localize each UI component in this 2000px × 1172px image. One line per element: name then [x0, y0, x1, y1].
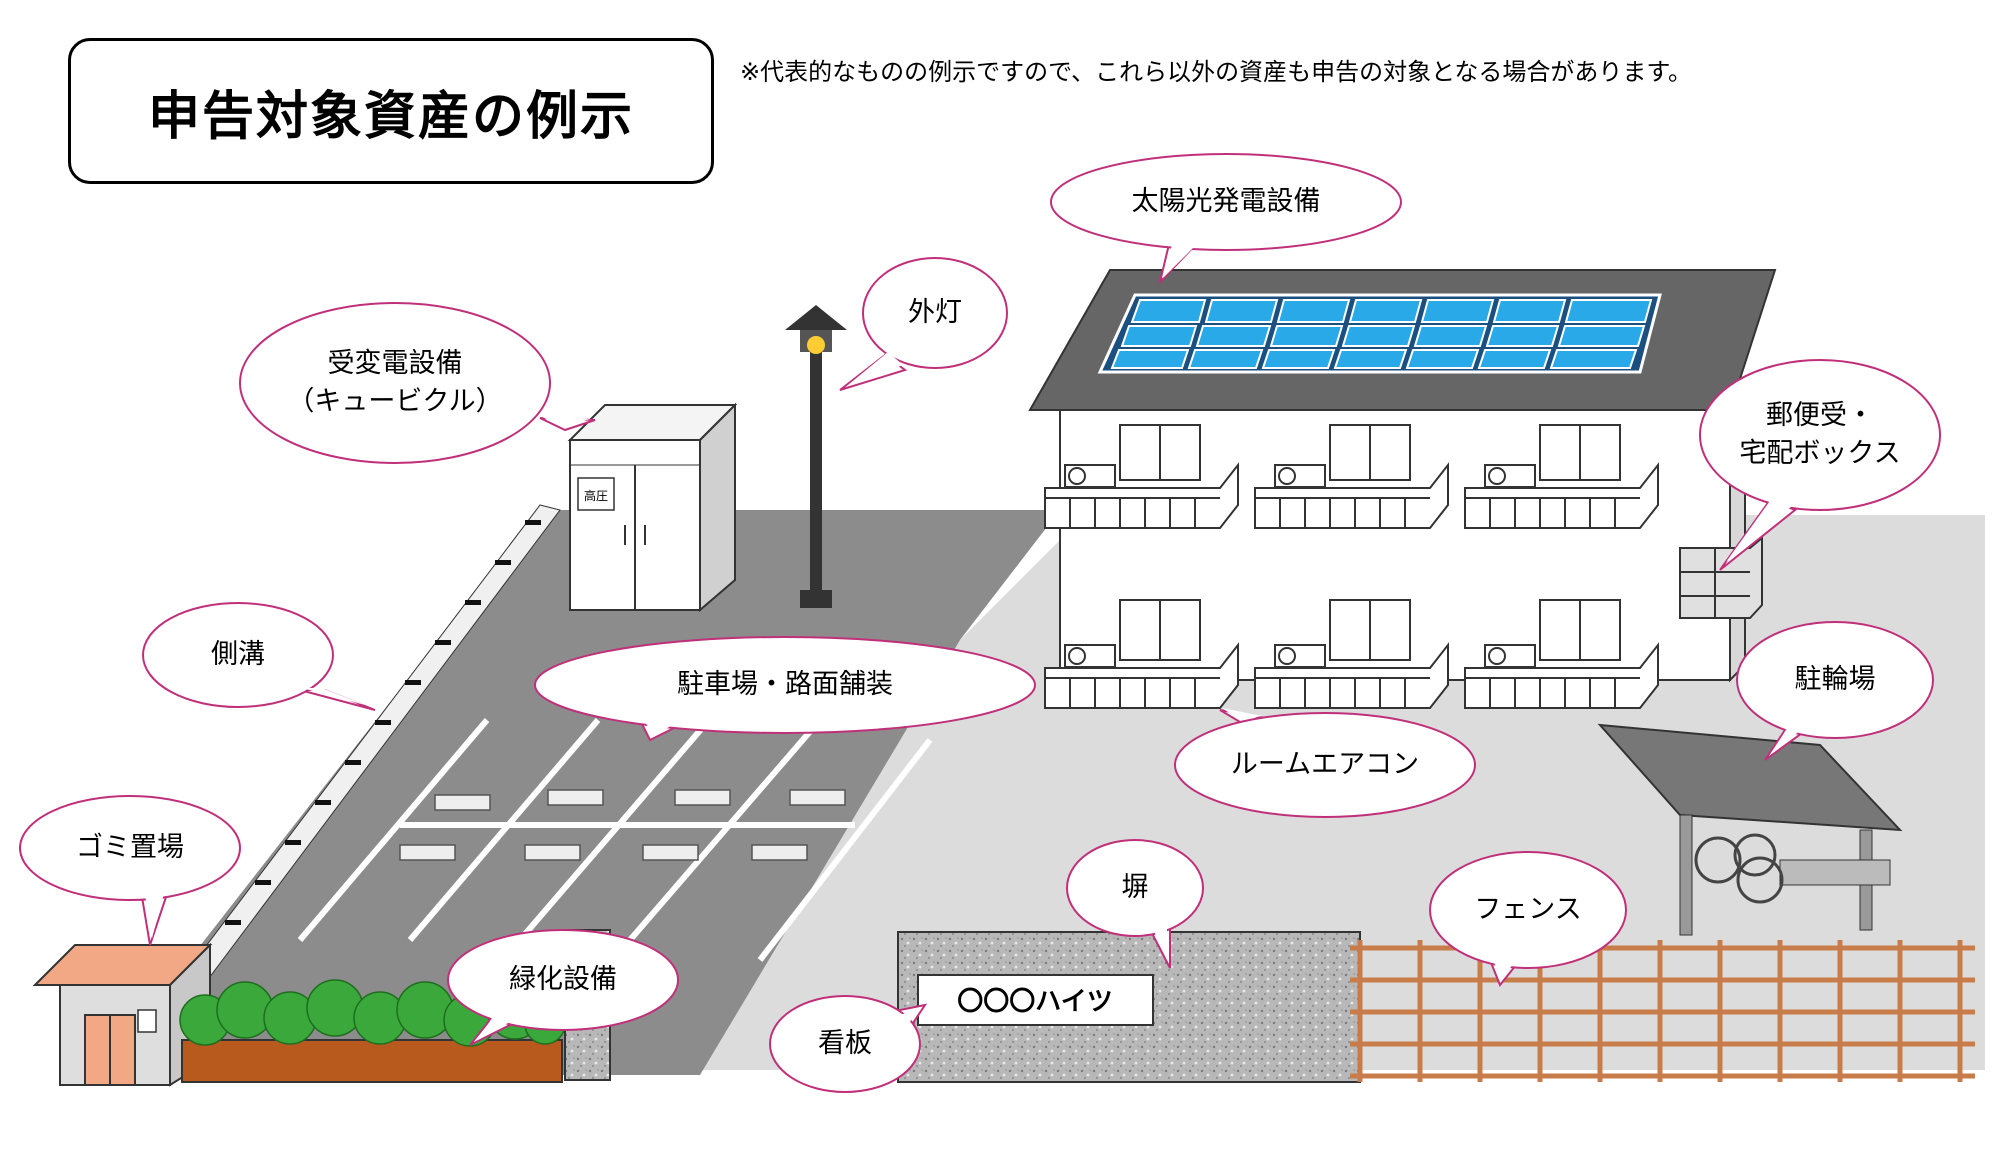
mailbox-unit: [1679, 535, 1763, 619]
label-aircon: ルームエアコン: [1230, 749, 1420, 780]
callout-fence: [1429, 851, 1627, 987]
callout-outdoor-light: [839, 257, 1008, 391]
label-mailbox-line1: 郵便受・: [1766, 400, 1874, 431]
label-cubicle-line1: 受変電設備: [327, 348, 463, 379]
label-cubicle-line2: （キュービクル）: [287, 386, 503, 417]
callout-mailbox: [1699, 359, 1941, 571]
cubicle-badge: 高圧: [584, 488, 608, 503]
label-gutter: 側溝: [211, 639, 265, 670]
signboard-text: 〇〇〇ハイツ: [957, 987, 1112, 1017]
cubicle-unit: 高圧: [567, 402, 738, 613]
label-mailbox-line2: 宅配ボックス: [1739, 438, 1901, 469]
page-title: 申告対象資産の例示: [147, 86, 634, 147]
label-wall: 塀: [1121, 872, 1149, 903]
title-box: 申告対象資産の例示: [68, 38, 714, 184]
callout-bicycle: [1736, 621, 1934, 761]
callout-greening: [447, 929, 679, 1046]
callout-wall: [1066, 839, 1204, 969]
label-outdoor-light: 外灯: [908, 297, 962, 328]
outdoor-light-post: [785, 305, 847, 608]
label-solar: 太陽光発電設備: [1131, 186, 1321, 217]
bicycle-shed: [1597, 723, 1903, 936]
callout-solar: [1050, 153, 1402, 286]
label-garbage: ゴミ置場: [76, 832, 184, 863]
label-parking: 駐車場・路面舗装: [677, 669, 893, 700]
label-bicycle: 駐輪場: [1794, 664, 1876, 695]
parking-lines: [297, 718, 933, 962]
balconies: [1044, 462, 1659, 709]
callout-garbage: [19, 795, 241, 946]
parking-wheel-stops: [399, 789, 846, 861]
callout-gutter: [142, 602, 376, 711]
callout-cubicle: [239, 302, 596, 464]
wall: 〇〇〇ハイツ: [897, 931, 1361, 1083]
label-fence: フェンス: [1474, 894, 1582, 925]
apartment-building: [1028, 269, 1777, 709]
callout-parking: [534, 636, 1036, 742]
callout-signboard: [769, 995, 928, 1093]
note-text: ※代表的なものの例示ですので、これら以外の資産も申告の対象となる場合があります。: [740, 58, 1693, 86]
callout-aircon: [1174, 708, 1476, 818]
label-signboard: 看板: [818, 1028, 872, 1059]
solar-panel: [1097, 293, 1662, 374]
fence: [1350, 940, 1975, 1082]
label-greening: 緑化設備: [509, 964, 617, 995]
